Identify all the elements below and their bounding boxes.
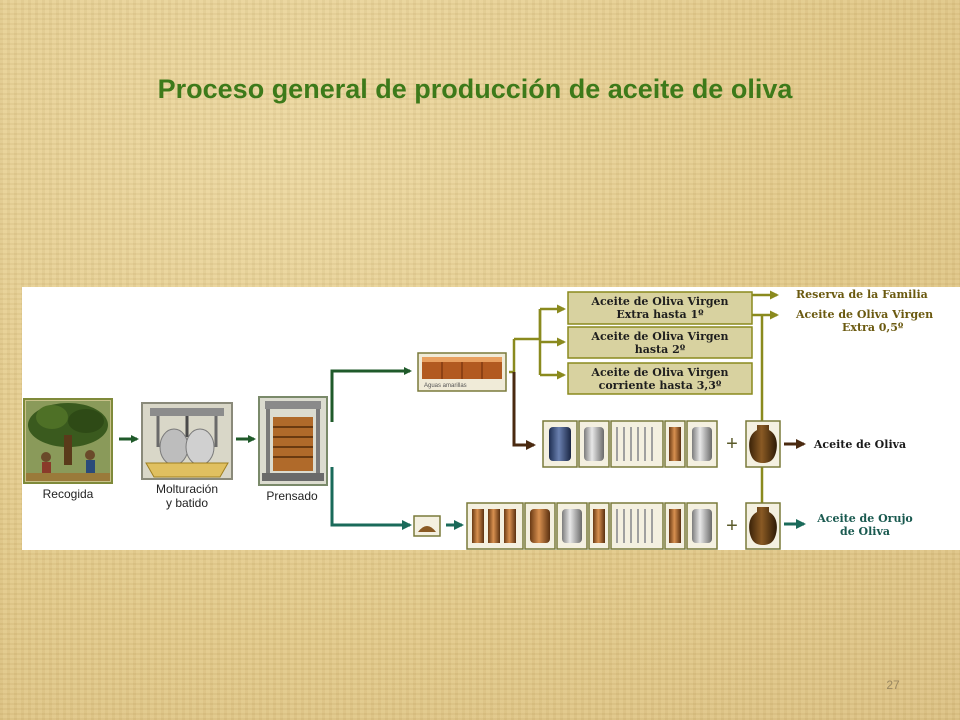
grade-virgen-line1: Aceite de Oliva Virgen — [590, 330, 728, 343]
step-label-molturacion-2: y batido — [166, 496, 208, 510]
grade-box-extra: Aceite de Oliva Virgen Extra hasta 1º — [567, 291, 753, 325]
plus-oil: + — [726, 433, 738, 455]
grade-corriente-line1: Aceite de Oliva Virgen — [590, 366, 728, 379]
arrow-prensado-to-decanter — [330, 367, 412, 422]
output-extra-line2: Extra 0,5º — [842, 321, 904, 334]
press-illustration — [258, 396, 328, 486]
vat-caption: Aguas amarillas — [424, 383, 467, 389]
orujo-pomace-illustration — [413, 515, 441, 537]
jar-icon-orujo — [745, 502, 781, 550]
mill-illustration — [141, 402, 233, 480]
process-diagram: Recogida Molturación y batido — [22, 287, 960, 550]
harvest-illustration — [23, 398, 113, 484]
step-label-prensado: Prensado — [266, 489, 318, 503]
grade-box-corriente: Aceite de Oliva Virgen corriente hasta 3… — [567, 362, 753, 395]
page-number: 27 — [886, 678, 900, 692]
jar-icon-oil — [745, 420, 781, 468]
slide-title: Proceso general de producción de aceite … — [157, 74, 793, 104]
plus-orujo: + — [726, 515, 738, 537]
output-reserva: Reserva de la Familia — [796, 288, 928, 301]
output-aceite-oliva: Aceite de Oliva — [813, 438, 906, 451]
grade-corriente-line2: corriente hasta 3,3º — [599, 379, 722, 392]
grade-virgen-line2: hasta 2º — [635, 343, 686, 356]
arrow-prensado-to-orujo — [330, 467, 412, 530]
olive-trunk-line — [509, 339, 516, 374]
output-extra-line1: Aceite de Oliva Virgen — [795, 308, 933, 321]
grade-extra-line1: Aceite de Oliva Virgen — [590, 295, 728, 308]
grade-extra-line2: Extra hasta 1º — [616, 308, 704, 321]
refining-chain-orujo — [466, 502, 718, 550]
step-label-molturacion-1: Molturación — [156, 482, 218, 496]
decanting-vats-illustration: Aguas amarillas — [417, 352, 507, 392]
output-orujo-line2: de Oliva — [840, 525, 890, 538]
olive-branch-line — [514, 309, 542, 341]
output-orujo-line1: Aceite de Orujo — [816, 512, 913, 525]
arrow-to-refining — [512, 372, 536, 450]
step-label-recogida: Recogida — [43, 487, 94, 501]
grade-box-virgen: Aceite de Oliva Virgen hasta 2º — [567, 326, 753, 359]
refining-chain-oil — [542, 420, 718, 468]
